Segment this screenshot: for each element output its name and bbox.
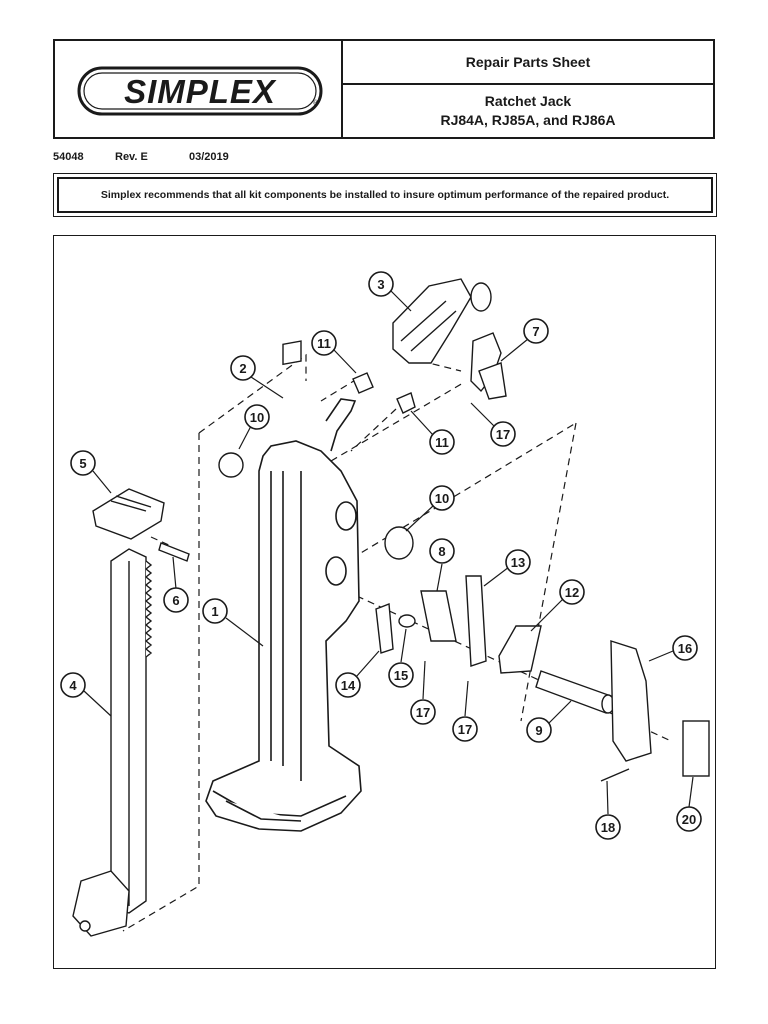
top-lever (392, 278, 492, 364)
pawl-lever (470, 332, 507, 400)
svg-text:1: 1 (211, 604, 218, 619)
svg-text:16: 16 (678, 641, 692, 656)
callout-13: 13 (483, 549, 531, 587)
bushing-left (218, 452, 244, 478)
callout-5: 5 (70, 450, 112, 494)
svg-text:11: 11 (317, 336, 331, 351)
svg-text:7: 7 (532, 324, 539, 339)
pin-part (158, 542, 190, 562)
callout-4: 4 (60, 672, 112, 717)
bushing-right (384, 526, 414, 560)
svg-text:15: 15 (394, 668, 408, 683)
callout-markers: 3 7 11 2 17 (60, 271, 702, 840)
callout-18: 18 (595, 780, 621, 840)
assembly-guide-lines (122, 353, 672, 932)
document-number: 54048 (53, 151, 84, 163)
callout-6: 6 (163, 556, 189, 613)
callout-14: 14 (335, 650, 380, 698)
callout-20: 20 (676, 776, 702, 832)
svg-text:17: 17 (496, 427, 510, 442)
callout-12: 12 (530, 579, 585, 632)
exploded-view-diagram: 3 7 11 2 17 (53, 235, 716, 969)
product-title: Ratchet Jack RJ84A, RJ85A, and RJ86A (343, 85, 713, 137)
svg-text:13: 13 (511, 555, 525, 570)
callout-17-left: 17 (410, 660, 436, 725)
notice-box: Simplex recommends that all kit componen… (53, 173, 717, 217)
callout-7: 7 (500, 318, 549, 362)
callout-3: 3 (368, 271, 412, 312)
rack-bar (72, 548, 153, 937)
title-block: SIMPLEX ® Repair Parts Sheet Ratchet Jac… (53, 39, 715, 139)
svg-text:17: 17 (458, 722, 472, 737)
document-date: 03/2019 (189, 151, 229, 163)
small-parts (218, 340, 710, 782)
product-name: Ratchet Jack (484, 93, 572, 109)
svg-text:10: 10 (250, 410, 264, 425)
svg-text:18: 18 (601, 820, 615, 835)
product-models: RJ84A, RJ85A, and RJ86A (440, 112, 616, 128)
label-sheet (682, 720, 710, 777)
callout-16: 16 (648, 635, 698, 662)
simplex-logo: SIMPLEX ® (77, 66, 323, 116)
svg-text:11: 11 (435, 435, 449, 450)
svg-text:2: 2 (239, 361, 246, 376)
sheet-type-title: Repair Parts Sheet (343, 41, 713, 85)
rack-cap (92, 488, 165, 540)
svg-text:6: 6 (172, 593, 179, 608)
registered-mark: ® (313, 99, 319, 107)
callout-10-right: 10 (405, 485, 455, 532)
logo-cell: SIMPLEX ® (55, 41, 343, 137)
callout-11-mid: 11 (410, 410, 455, 455)
exploded-view-drawing: 3 7 11 2 17 (60, 271, 710, 937)
svg-text:17: 17 (416, 705, 430, 720)
callout-10-left: 10 (238, 404, 270, 450)
svg-text:3: 3 (377, 277, 384, 292)
svg-text:5: 5 (79, 456, 86, 471)
callout-17-right: 17 (452, 680, 478, 742)
notice-text: Simplex recommends that all kit componen… (57, 177, 713, 213)
callout-9: 9 (526, 700, 572, 743)
svg-text:20: 20 (682, 812, 696, 827)
svg-text:10: 10 (435, 491, 449, 506)
callout-1: 1 (202, 598, 264, 647)
callout-2: 2 (230, 355, 284, 399)
jack-housing (205, 398, 362, 832)
svg-text:14: 14 (341, 678, 356, 693)
square-plate (282, 340, 302, 366)
logo-text: SIMPLEX (124, 73, 277, 110)
callout-15: 15 (388, 628, 414, 688)
callout-8: 8 (429, 538, 455, 592)
svg-text:4: 4 (69, 678, 77, 693)
svg-text:9: 9 (535, 723, 542, 738)
callout-17-top: 17 (470, 402, 516, 447)
callout-11-top: 11 (311, 330, 357, 374)
svg-text:8: 8 (438, 544, 445, 559)
document-revision: Rev. E (115, 151, 148, 163)
svg-text:12: 12 (565, 585, 579, 600)
